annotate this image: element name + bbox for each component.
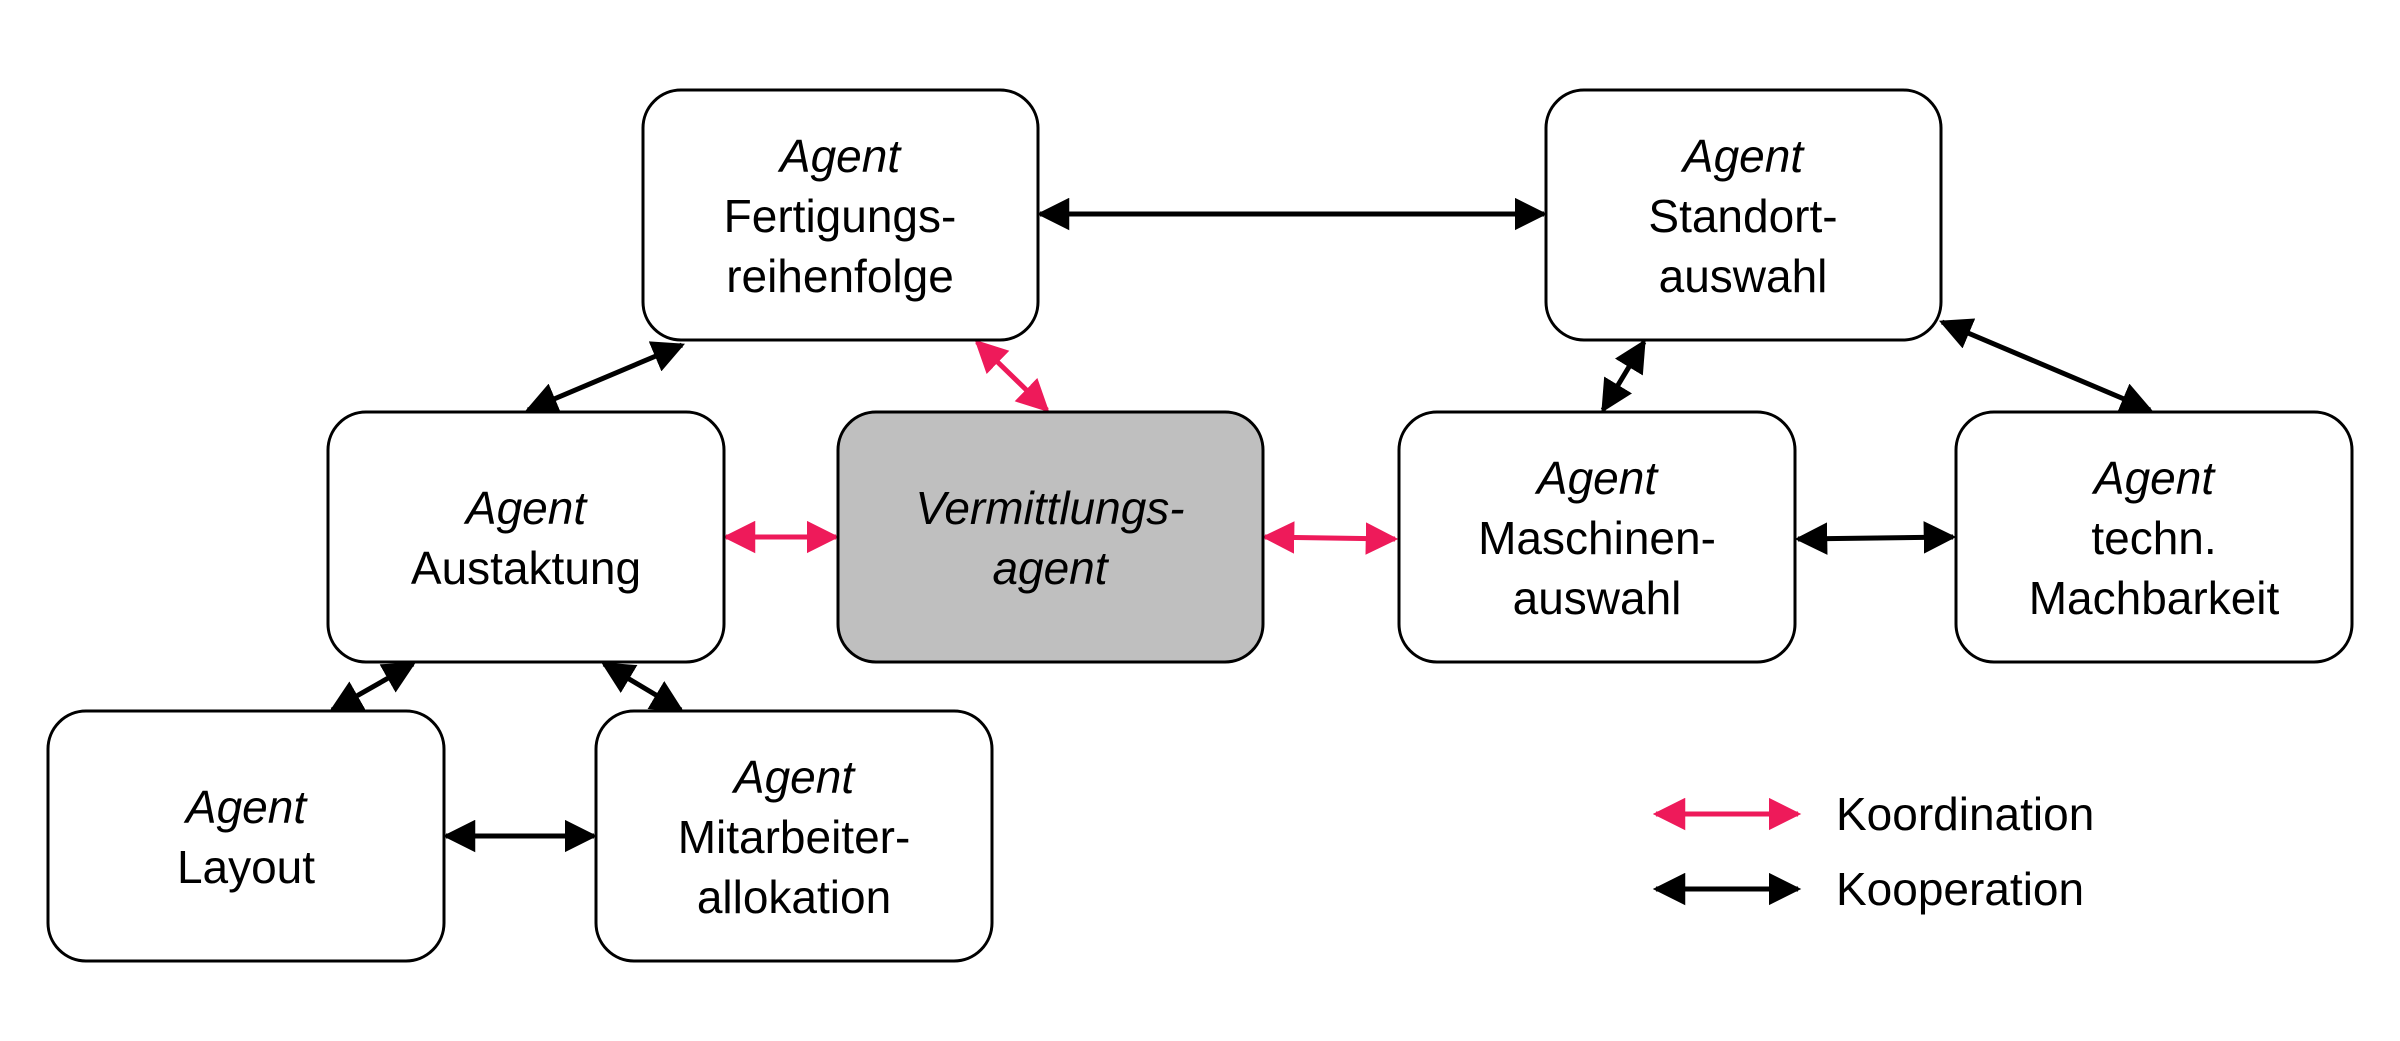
edge-standortauswahl-maschinenauswahl [1600, 339, 1647, 413]
node-vermittlungsagent-line1: Vermittlungs- [915, 482, 1184, 534]
node-standortauswahl-line1: Agent [1680, 130, 1805, 182]
node-machbarkeit-line3: Machbarkeit [2029, 572, 2280, 624]
node-mitarbeiterallokation-box [594, 709, 994, 963]
node-austaktung-line2: Austaktung [411, 542, 641, 594]
node-machbarkeit-box [1954, 410, 2354, 664]
node-mitarbeiterallokation-line1: Agent [731, 751, 856, 803]
node-vermittlungsagent-box [836, 410, 1265, 664]
node-layout-line2: Layout [177, 841, 315, 893]
node-fertigungsreihenfolge-box [641, 88, 1040, 342]
node-layout: Agent Layout [46, 709, 446, 963]
node-austaktung: Agent Austaktung [326, 410, 726, 664]
edge-austaktung-layout [329, 661, 416, 713]
legend: Koordination Kooperation [1652, 788, 2094, 915]
legend-coordination-label: Koordination [1836, 788, 2094, 840]
node-austaktung-box [326, 410, 726, 664]
node-layout-box [46, 709, 446, 963]
edge-maschinenauswahl-machbarkeit [1794, 521, 1957, 555]
node-maschinenauswahl-line3: auswahl [1513, 572, 1682, 624]
node-mitarbeiterallokation-line2: Mitarbeiter- [678, 811, 911, 863]
node-maschinenauswahl-box [1397, 410, 1797, 664]
node-fertigungsreihenfolge: Agent Fertigungs- reihenfolge [641, 88, 1040, 342]
legend-cooperation-label: Kooperation [1836, 863, 2084, 915]
node-fertigungsreihenfolge-line2: Fertigungs- [724, 190, 957, 242]
node-layout-line1: Agent [183, 781, 308, 833]
edge-fertigungsreihenfolge-austaktung [525, 341, 685, 414]
edge-fertigungsreihenfolge-vermittlungsagent [974, 339, 1050, 413]
node-machbarkeit-line1: Agent [2091, 452, 2216, 504]
node-mitarbeiterallokation: Agent Mitarbeiter- allokation [594, 709, 994, 963]
node-maschinenauswahl-line1: Agent [1534, 452, 1659, 504]
node-standortauswahl-line3: auswahl [1659, 250, 1828, 302]
edges-layer [329, 197, 2153, 853]
node-vermittlungsagent-line2: agent [992, 542, 1109, 594]
node-mitarbeiterallokation-line3: allokation [697, 871, 891, 923]
edge-austaktung-mitarbeiterallokation [601, 661, 684, 713]
node-vermittlungsagent: Vermittlungs- agent [836, 410, 1265, 664]
node-standortauswahl-box [1544, 88, 1943, 342]
node-fertigungsreihenfolge-line1: Agent [777, 130, 902, 182]
node-fertigungsreihenfolge-line3: reihenfolge [726, 250, 954, 302]
node-standortauswahl: Agent Standort- auswahl [1544, 88, 1943, 342]
node-maschinenauswahl-line2: Maschinen- [1478, 512, 1716, 564]
node-austaktung-line1: Agent [463, 482, 588, 534]
edge-standortauswahl-machbarkeit [1939, 318, 2153, 414]
node-machbarkeit: Agent techn. Machbarkeit [1954, 410, 2354, 664]
node-maschinenauswahl: Agent Maschinen- auswahl [1397, 410, 1797, 664]
edge-vermittlungsagent-maschinenauswahl [1261, 521, 1399, 555]
node-machbarkeit-line2: techn. [2091, 512, 2216, 564]
node-standortauswahl-line2: Standort- [1648, 190, 1837, 242]
